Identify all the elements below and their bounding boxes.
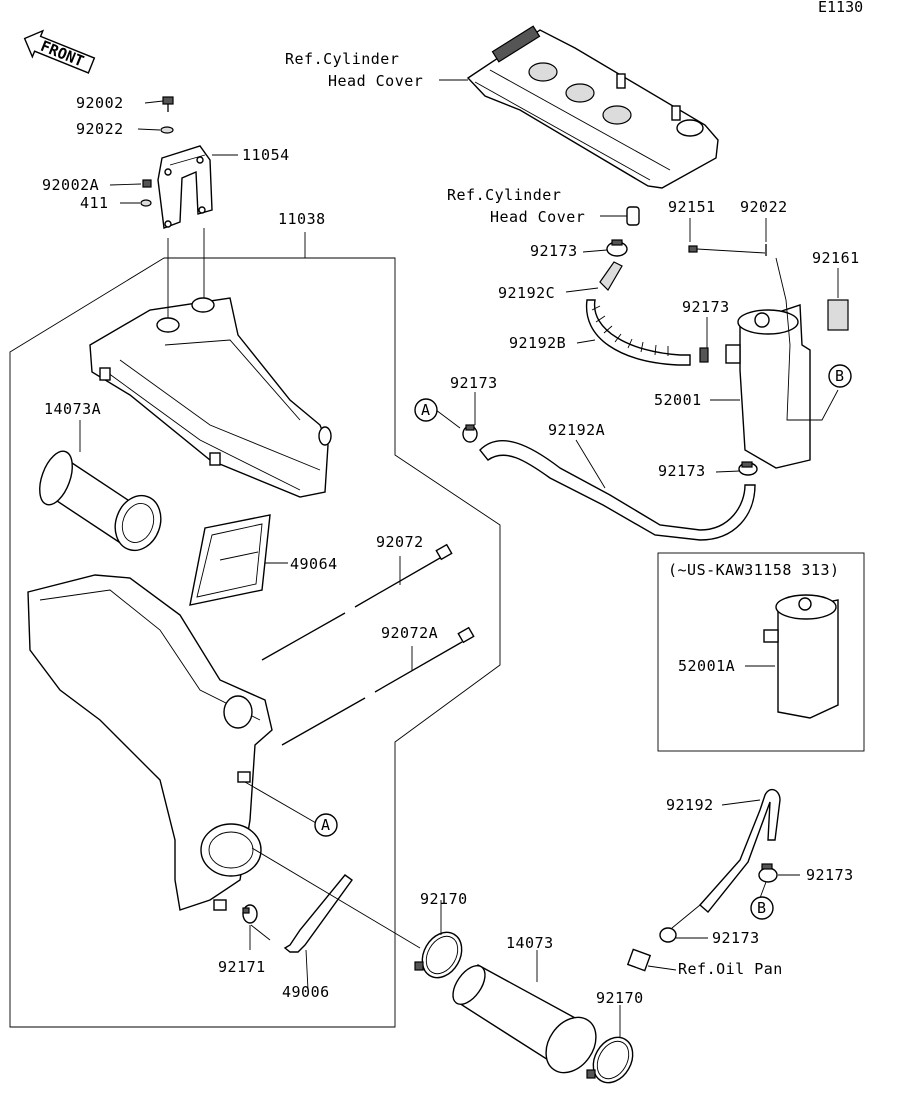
hose-92192A-icon: [479, 440, 756, 541]
callout-b-bottom: B: [750, 896, 774, 920]
label-49006: 49006: [282, 983, 330, 1001]
air-cleaner-cover-icon: [89, 297, 332, 498]
ref-cyl-head-cover-2-line1: Ref.Cylinder: [447, 186, 561, 204]
label-92173-d: 92173: [658, 462, 706, 480]
bolt-92002A-icon: [142, 179, 152, 188]
washer-92022-icon: [160, 126, 174, 134]
fitting-icon: [626, 206, 640, 226]
label-52001: 52001: [654, 391, 702, 409]
callout-a-bottom: A: [314, 813, 338, 837]
element-14073-icon: [452, 964, 597, 1074]
screen-49064-icon: [189, 514, 271, 606]
clamp-92173-d-icon: [738, 461, 758, 476]
callout-b-bottom-label: B: [757, 899, 766, 917]
label-92173-a: 92173: [530, 242, 578, 260]
ref-cyl-head-cover-2-line2: Head Cover: [490, 208, 585, 226]
label-92192C: 92192C: [498, 284, 555, 302]
label-92151: 92151: [668, 198, 716, 216]
clamp-92171-icon: [242, 904, 258, 924]
callout-a-top-label: A: [421, 401, 430, 419]
leader-lines: [79, 79, 839, 1038]
label-92022-right: 92022: [740, 198, 788, 216]
label-92192A: 92192A: [548, 421, 605, 439]
element-14073A-icon: [39, 450, 162, 552]
callout-b-top: B: [828, 364, 852, 388]
label-92002: 92002: [76, 94, 124, 112]
label-92173-f: 92173: [712, 929, 760, 947]
label-92192B: 92192B: [509, 334, 566, 352]
inset-title: (~US-KAW31158 313): [668, 561, 840, 579]
label-11038: 11038: [278, 210, 326, 228]
hose-92192C-icon: [599, 261, 623, 291]
tie-band-92072A-icon: [281, 626, 475, 746]
clamp-92173-e-icon: [758, 863, 778, 883]
label-11054: 11054: [242, 146, 290, 164]
hose-92192-icon: [699, 788, 781, 914]
callout-a-bottom-label: A: [321, 816, 330, 834]
hose-49006-icon: [283, 874, 353, 953]
label-52001A: 52001A: [678, 657, 735, 675]
label-14073A: 14073A: [44, 400, 101, 418]
label-14073: 14073: [506, 934, 554, 952]
callout-b-top-label: B: [835, 367, 844, 385]
group-frame-11038: [9, 257, 501, 1028]
hose-92192B-icon: [585, 299, 691, 366]
washer-411-icon: [140, 199, 152, 207]
label-92171: 92171: [218, 958, 266, 976]
diagram-code: E1130: [818, 0, 863, 16]
clamp-92173-a-icon: [606, 239, 628, 257]
separator-52001-icon: [725, 304, 811, 469]
air-cleaner-base-icon: [27, 574, 273, 911]
hose-92192B-ribs: [591, 305, 669, 356]
label-92072: 92072: [376, 533, 424, 551]
ref-cyl-head-cover-1-line2: Head Cover: [328, 72, 423, 90]
tie-band-92072-icon: [261, 543, 453, 661]
label-92173-e: 92173: [806, 866, 854, 884]
ref-cyl-head-cover-1-line1: Ref.Cylinder: [285, 50, 399, 68]
label-92173-b: 92173: [682, 298, 730, 316]
clamp-92170-left-icon: [414, 931, 463, 979]
separator-52001A-icon: [763, 594, 839, 719]
oil-pan-fitting-icon: [626, 948, 652, 972]
label-92161: 92161: [812, 249, 860, 267]
clamp-92173-f-icon: [659, 927, 677, 943]
label-92072A: 92072A: [381, 624, 438, 642]
part-92161-icon: [827, 299, 849, 331]
clamp-92173-b-icon: [699, 347, 709, 363]
label-92170-left: 92170: [420, 890, 468, 908]
inset-box: [657, 552, 865, 752]
fitting-92151-icon: [688, 245, 698, 253]
label-92192: 92192: [666, 796, 714, 814]
label-411: 411: [80, 194, 109, 212]
bolt-92002-icon: [162, 96, 174, 112]
label-92173-c: 92173: [450, 374, 498, 392]
ref-oil-pan: Ref.Oil Pan: [678, 960, 783, 978]
label-92002A: 92002A: [42, 176, 99, 194]
label-92022-top: 92022: [76, 120, 124, 138]
cylinder-head-cover-icon: [466, 25, 719, 189]
front-arrow-icon: FRONT: [23, 29, 96, 74]
front-label: FRONT: [38, 37, 87, 71]
label-49064: 49064: [290, 555, 338, 573]
label-92170-right: 92170: [596, 989, 644, 1007]
clamp-92173-c-icon: [462, 424, 478, 443]
callout-a-top: A: [414, 398, 438, 422]
clamp-92170-right-icon: [586, 1036, 634, 1084]
bracket-11054-icon: [157, 145, 213, 229]
